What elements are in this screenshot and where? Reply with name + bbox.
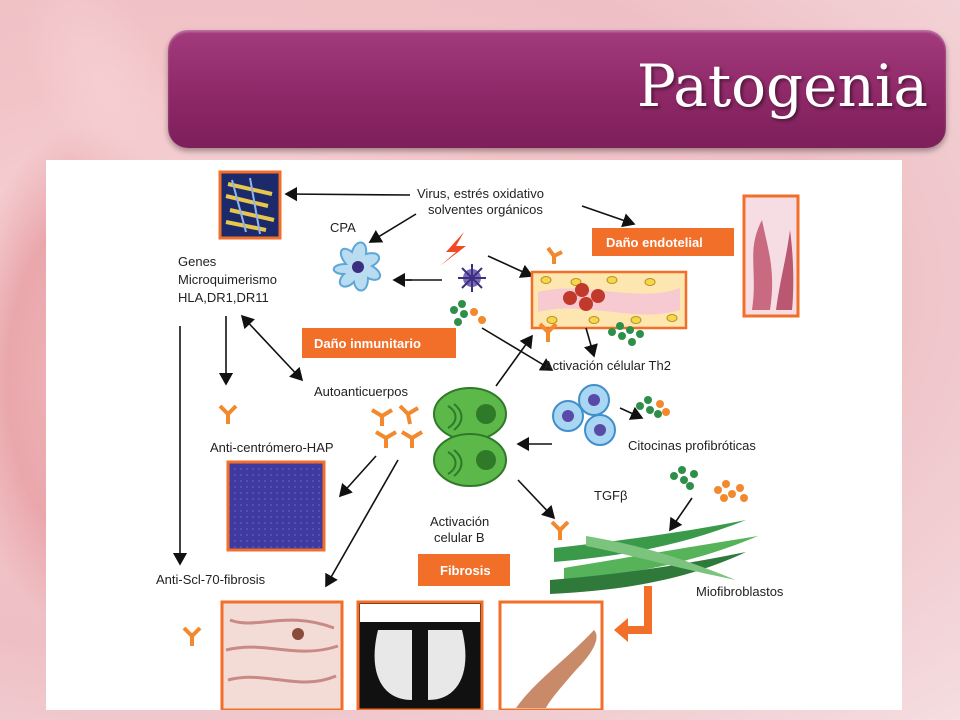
b-cell-top-icon xyxy=(433,387,507,441)
arrow-to-vessel xyxy=(487,255,534,278)
autoanticuerpos-label: Autoanticuerpos xyxy=(314,384,408,399)
lightning-icon xyxy=(440,232,466,266)
activacion-b-label-1: Activación xyxy=(430,514,489,529)
arrow-bcell-antibody xyxy=(517,479,556,520)
cytokine-cluster-2 xyxy=(608,322,644,346)
arrow-cytokine-th2 xyxy=(481,327,554,371)
myofibroblasts-icon xyxy=(550,520,758,594)
virus-label-1: Virus, estrés oxidativo xyxy=(417,186,544,201)
endothelial-histology-image xyxy=(742,194,800,318)
arrow-virus-protein xyxy=(284,186,411,202)
antibody-icon-vessel-top xyxy=(546,246,563,264)
blood-vessel-image xyxy=(530,270,688,330)
dano-endotelial-box xyxy=(592,228,734,256)
lung-ct-image xyxy=(356,600,484,710)
cytokine-cluster-5 xyxy=(714,480,748,502)
citocinas-label: Citocinas profibróticas xyxy=(628,438,756,453)
centromere-image xyxy=(226,460,326,552)
protein-structure-image xyxy=(218,170,282,240)
arrow-tgf-myofibro xyxy=(669,497,693,532)
antibody-icon-antiscl xyxy=(182,626,202,646)
arrow-auto-skin xyxy=(325,459,399,588)
title-banner: Patogenia xyxy=(168,30,946,148)
cpa-label: CPA xyxy=(330,220,356,235)
cytokine-cluster-1 xyxy=(450,300,486,326)
arrow-genes-autoanticuerpos xyxy=(240,314,304,382)
b-cell-bottom-icon xyxy=(433,433,507,487)
hla-label: HLA,DR1,DR11 xyxy=(178,290,269,305)
arrow-bcell-vessel xyxy=(495,334,533,387)
tgf-label: TGFβ xyxy=(594,488,627,503)
th2-cells-icon xyxy=(552,384,616,446)
virus-label-2: solventes orgánicos xyxy=(428,202,543,217)
miofibroblastos-label: Miofibroblastos xyxy=(696,584,784,599)
activacion-th2-label: Activación célular Th2 xyxy=(544,358,671,373)
genes-label: Genes xyxy=(178,254,217,269)
bent-arrow-head xyxy=(614,618,628,642)
arrow-virus-cpa xyxy=(368,213,417,243)
fibrosis-label: Fibrosis xyxy=(440,563,491,578)
arrow-virus-endothelial xyxy=(581,205,636,228)
hand-photo-image xyxy=(498,600,604,710)
antibody-icon-fibrosis xyxy=(550,520,570,540)
skin-histology-image xyxy=(220,600,344,710)
fibrosis-box xyxy=(418,554,510,586)
dano-inmunitario-box xyxy=(302,328,456,358)
microquimerismo-label: Microquimerismo xyxy=(178,272,277,287)
virus-particle-icon xyxy=(458,264,486,292)
anti-scl-label: Anti-Scl-70-fibrosis xyxy=(156,572,266,587)
autoantibody-cluster-icon xyxy=(370,404,424,448)
arrow-vessel-th2 xyxy=(584,327,598,358)
dano-inmunitario-label: Daño inmunitario xyxy=(314,336,421,351)
arrow-auto-centromero xyxy=(338,455,377,498)
slide-title: Patogenia xyxy=(636,52,928,120)
diagram-canvas: Virus, estrés oxidativo solventes orgáni… xyxy=(156,170,800,710)
arrow-th2-cytokines xyxy=(619,406,644,420)
cpa-cell-icon xyxy=(332,241,382,292)
antibody-icon-vessel-bottom xyxy=(538,322,558,342)
pathogenesis-diagram: Virus, estrés oxidativo solventes orgáni… xyxy=(46,160,902,710)
anti-centromero-label: Anti-centrómero-HAP xyxy=(210,440,334,455)
activacion-b-label-2: celular B xyxy=(434,530,485,545)
cytokine-cluster-3 xyxy=(636,396,670,418)
dano-endotelial-label: Daño endotelial xyxy=(606,235,703,250)
cytokine-cluster-4 xyxy=(670,466,698,490)
antibody-icon-anticentromero xyxy=(218,404,238,424)
fibrosis-bent-arrow xyxy=(622,586,652,634)
